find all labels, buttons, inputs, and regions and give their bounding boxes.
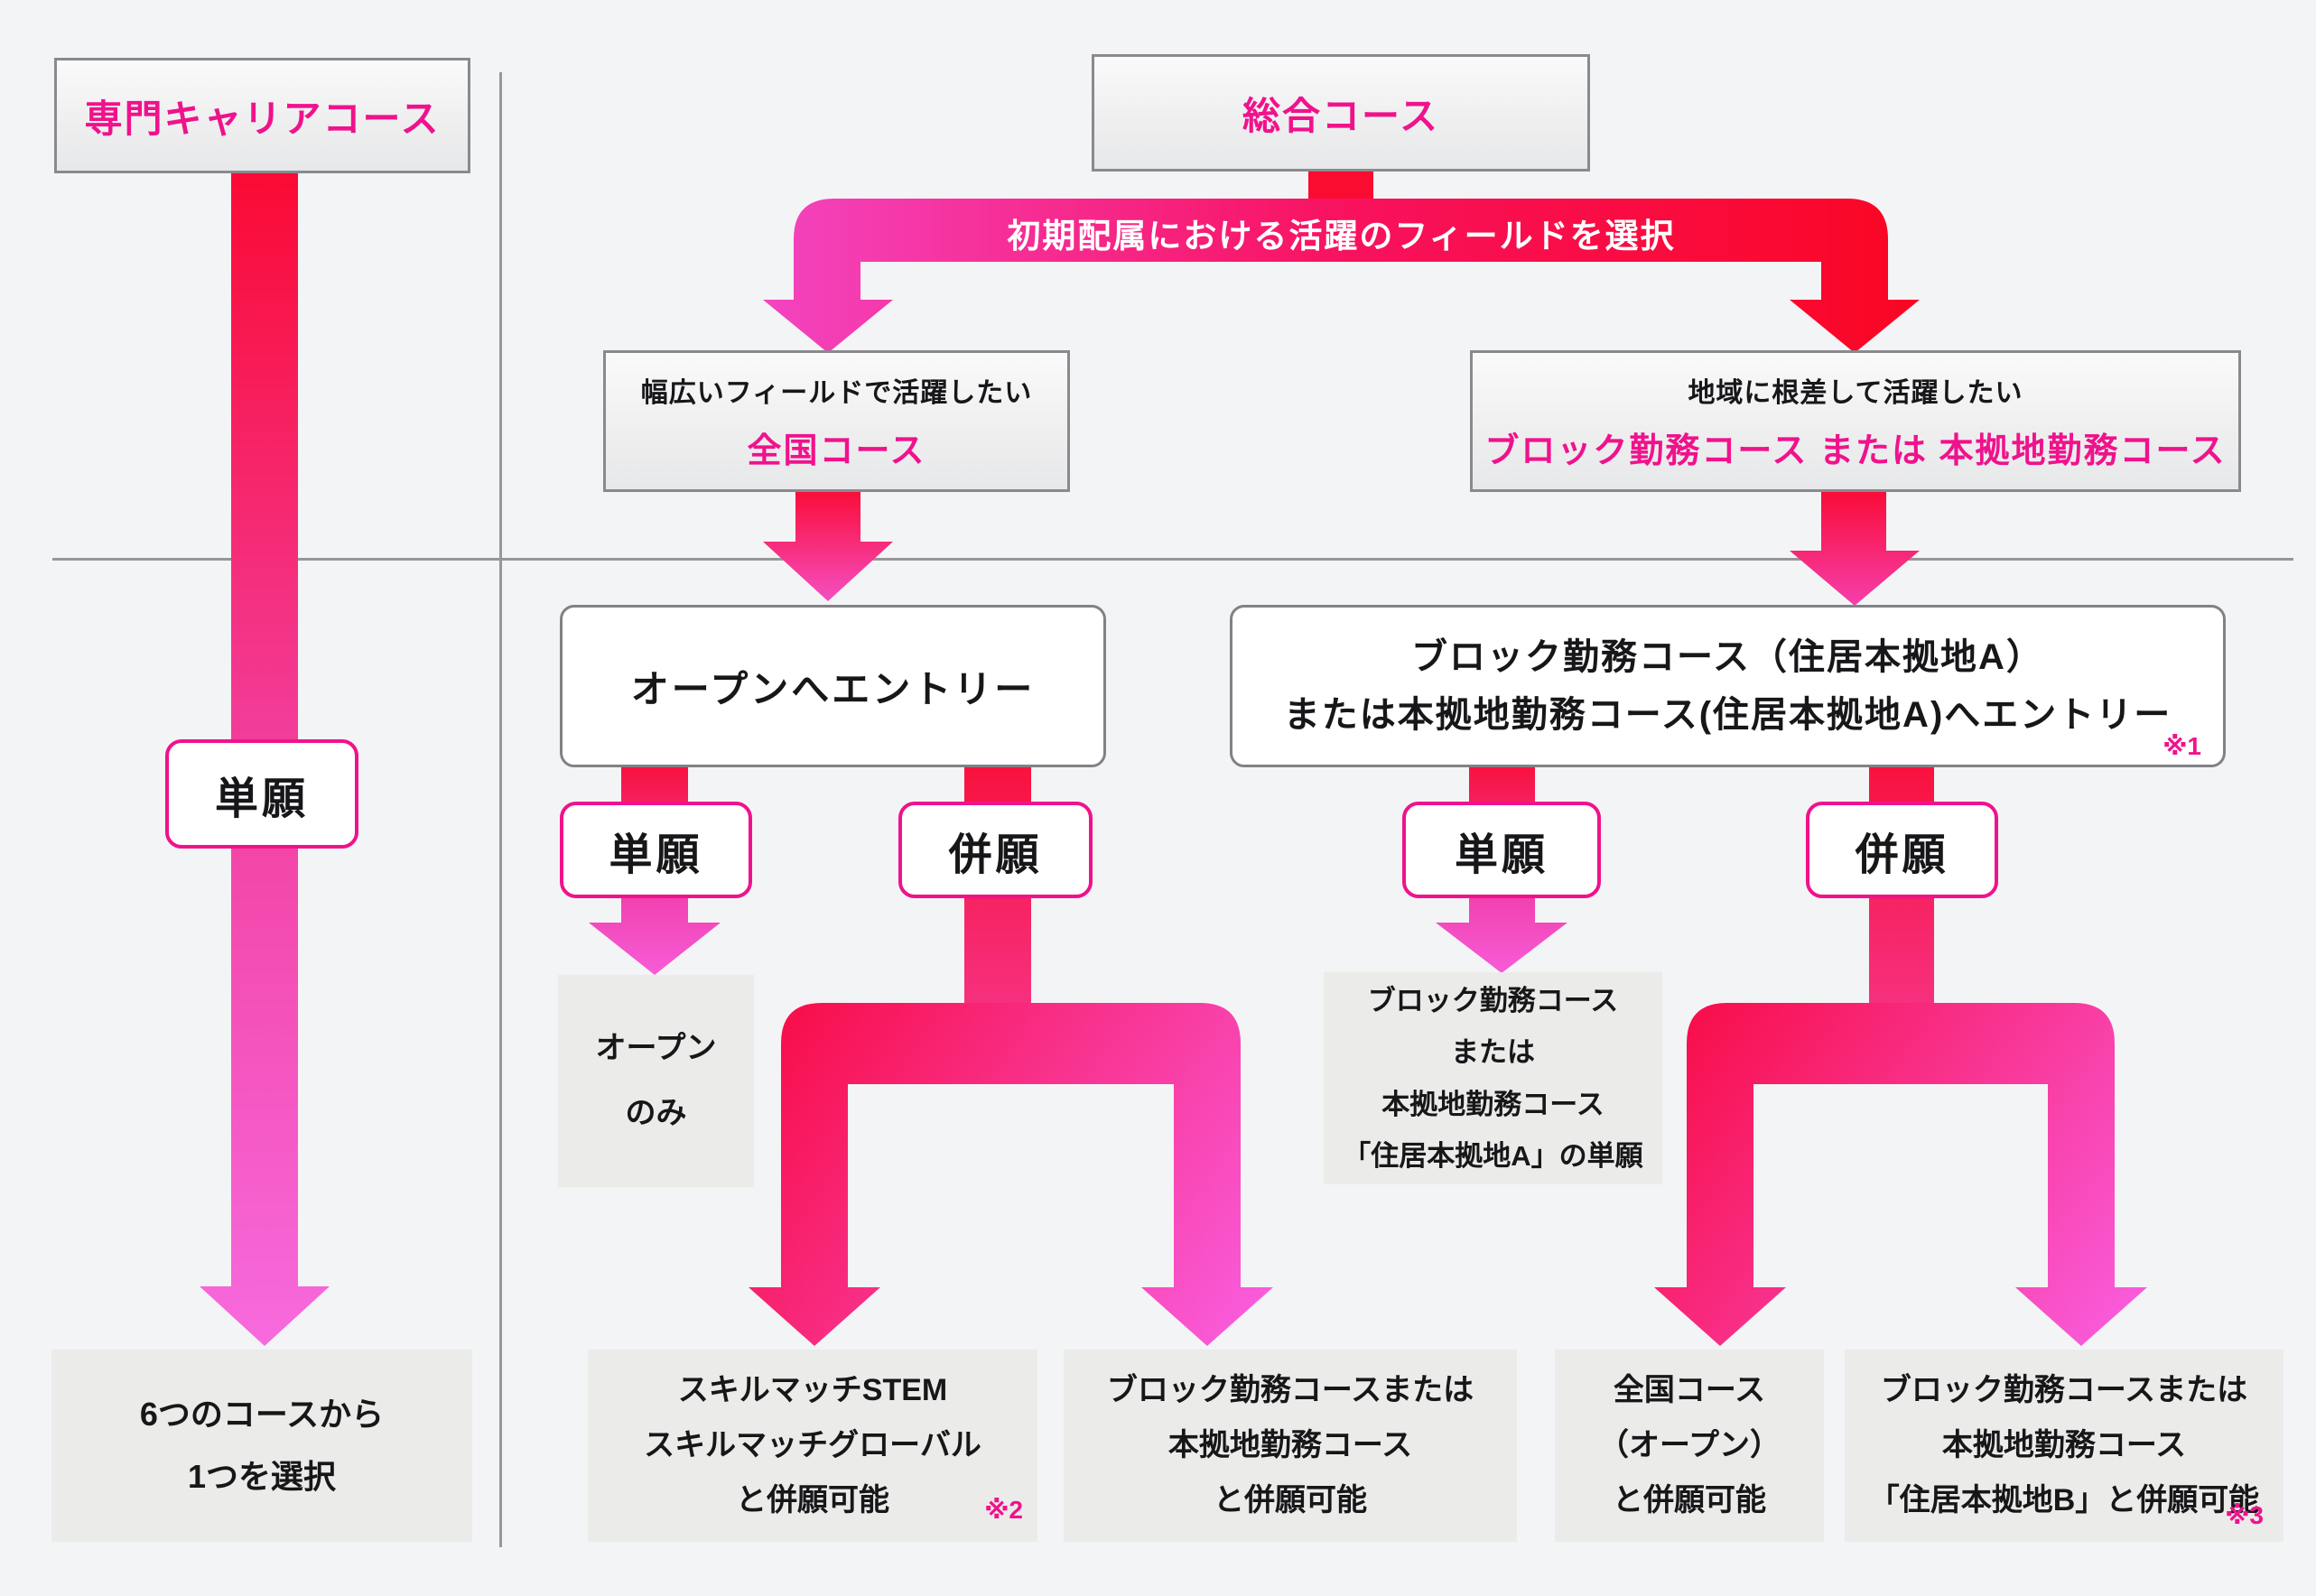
open-entry-box: オープンへエントリー bbox=[560, 605, 1106, 767]
block-entry-box: ブロック勤務コース（住居本拠地A） または本拠地勤務コース(住居本拠地A)へエン… bbox=[1230, 605, 2226, 767]
block-heigan-open-line1: ブロック勤務コースまたは bbox=[1106, 1372, 1474, 1407]
block-entry-line1: ブロック勤務コース（住居本拠地A） bbox=[1411, 637, 2044, 677]
zenkoku-name: 全国コース bbox=[747, 432, 926, 470]
block-b-heigan-line2: 本拠地勤務コース bbox=[1941, 1427, 2187, 1462]
block-heigan-split-arrows bbox=[1654, 1003, 2147, 1346]
open-only-line2: のみ bbox=[625, 1095, 687, 1130]
block-heigan-open-line3: と併願可能 bbox=[1214, 1483, 1367, 1518]
note-3: ※3 bbox=[2225, 1500, 2264, 1529]
chiiki-desc: 地域に根差して活躍したい bbox=[1688, 378, 2023, 408]
zenkoku-heigan-line1: 全国コース bbox=[1613, 1372, 1766, 1407]
block-heigan-pill: 併願 bbox=[1806, 802, 1998, 898]
senmon-course-box: 専門キャリアコース bbox=[54, 58, 470, 173]
vertical-divider-line bbox=[499, 72, 502, 1547]
six-courses-line2: 1つを選択 bbox=[187, 1457, 337, 1495]
block-tangan-pill: 単願 bbox=[1402, 802, 1601, 898]
result-box-zenkoku-heigan: 全国コース （オープン） と併願可能 bbox=[1555, 1350, 1824, 1542]
block-tangan-result-line4: 「住居本拠地A」の単願 bbox=[1343, 1139, 1643, 1172]
open-entry-label: オープンへエントリー bbox=[630, 667, 1036, 710]
chiiki-course-box: 地域に根差して活躍したい ブロック勤務コース または 本拠地勤務コース bbox=[1470, 350, 2241, 492]
zenkoku-down-arrow bbox=[763, 490, 893, 601]
block-tangan-result-line3: 本拠地勤務コース bbox=[1381, 1088, 1604, 1120]
field-select-bar-arrows bbox=[763, 199, 1920, 353]
open-heigan-pill: 併願 bbox=[898, 802, 1093, 898]
field-select-bar-label: 初期配属における活躍のフィールドを選択 bbox=[1007, 217, 1676, 255]
sogo-course-label: 総合コース bbox=[1242, 94, 1439, 137]
zenkoku-course-box: 幅広いフィールドで活躍したい 全国コース bbox=[603, 350, 1070, 492]
chiiki-name: ブロック勤務コース または 本拠地勤務コース bbox=[1484, 432, 2227, 470]
open-tangan-pill: 単願 bbox=[560, 802, 752, 898]
block-heigan-label: 併願 bbox=[1855, 830, 1949, 879]
sogo-course-box: 総合コース bbox=[1092, 54, 1590, 172]
senmon-tangan-label: 単願 bbox=[214, 775, 309, 823]
open-heigan-split-arrows bbox=[749, 1003, 1273, 1346]
result-box-block-heigan-open: ブロック勤務コースまたは 本拠地勤務コース と併願可能 bbox=[1064, 1350, 1517, 1542]
horizontal-divider-line bbox=[52, 558, 2293, 561]
block-tangan-result-line2: または bbox=[1451, 1036, 1535, 1069]
skillmatch-line3: と併願可能 bbox=[736, 1483, 889, 1518]
open-tangan-label: 単願 bbox=[609, 830, 703, 879]
result-box-block-b-heigan: ブロック勤務コースまたは 本拠地勤務コース 「住居本拠地B」と併願可能 ※3 bbox=[1845, 1350, 2283, 1542]
open-only-box: オープン のみ bbox=[558, 975, 754, 1187]
block-tangan-result-box: ブロック勤務コース または 本拠地勤務コース 「住居本拠地A」の単願 bbox=[1324, 972, 1662, 1184]
block-tangan-label: 単願 bbox=[1454, 830, 1549, 879]
block-b-heigan-line3: 「住居本拠地B」と併願可能 bbox=[1868, 1483, 2260, 1518]
skillmatch-line1: スキルマッチSTEM bbox=[677, 1372, 948, 1407]
block-entry-line2: または本拠地勤務コース(住居本拠地A)へエントリー bbox=[1283, 695, 2172, 735]
senmon-tangan-pill: 単願 bbox=[165, 739, 358, 849]
zenkoku-desc: 幅広いフィールドで活躍したい bbox=[640, 378, 1033, 408]
note-2: ※2 bbox=[984, 1495, 1023, 1524]
zenkoku-heigan-line2: （オープン） bbox=[1598, 1427, 1781, 1462]
six-courses-line1: 6つのコースから bbox=[139, 1396, 385, 1434]
result-box-six-courses: 6つのコースから 1つを選択 bbox=[51, 1350, 472, 1542]
block-b-heigan-line1: ブロック勤務コースまたは bbox=[1880, 1372, 2248, 1407]
open-only-line1: オープン bbox=[595, 1031, 717, 1066]
open-heigan-label: 併願 bbox=[948, 830, 1043, 879]
senmon-course-label: 専門キャリアコース bbox=[84, 97, 441, 140]
chiiki-down-arrow bbox=[1790, 492, 1920, 606]
note-1: ※1 bbox=[2163, 732, 2201, 760]
skillmatch-line2: スキルマッチグローバル bbox=[644, 1427, 981, 1462]
result-box-skillmatch: スキルマッチSTEM スキルマッチグローバル と併願可能 ※2 bbox=[588, 1350, 1037, 1542]
block-heigan-open-line2: 本拠地勤務コース bbox=[1167, 1427, 1413, 1462]
zenkoku-heigan-line3: と併願可能 bbox=[1613, 1483, 1766, 1518]
block-tangan-result-line1: ブロック勤務コース bbox=[1367, 984, 1619, 1016]
